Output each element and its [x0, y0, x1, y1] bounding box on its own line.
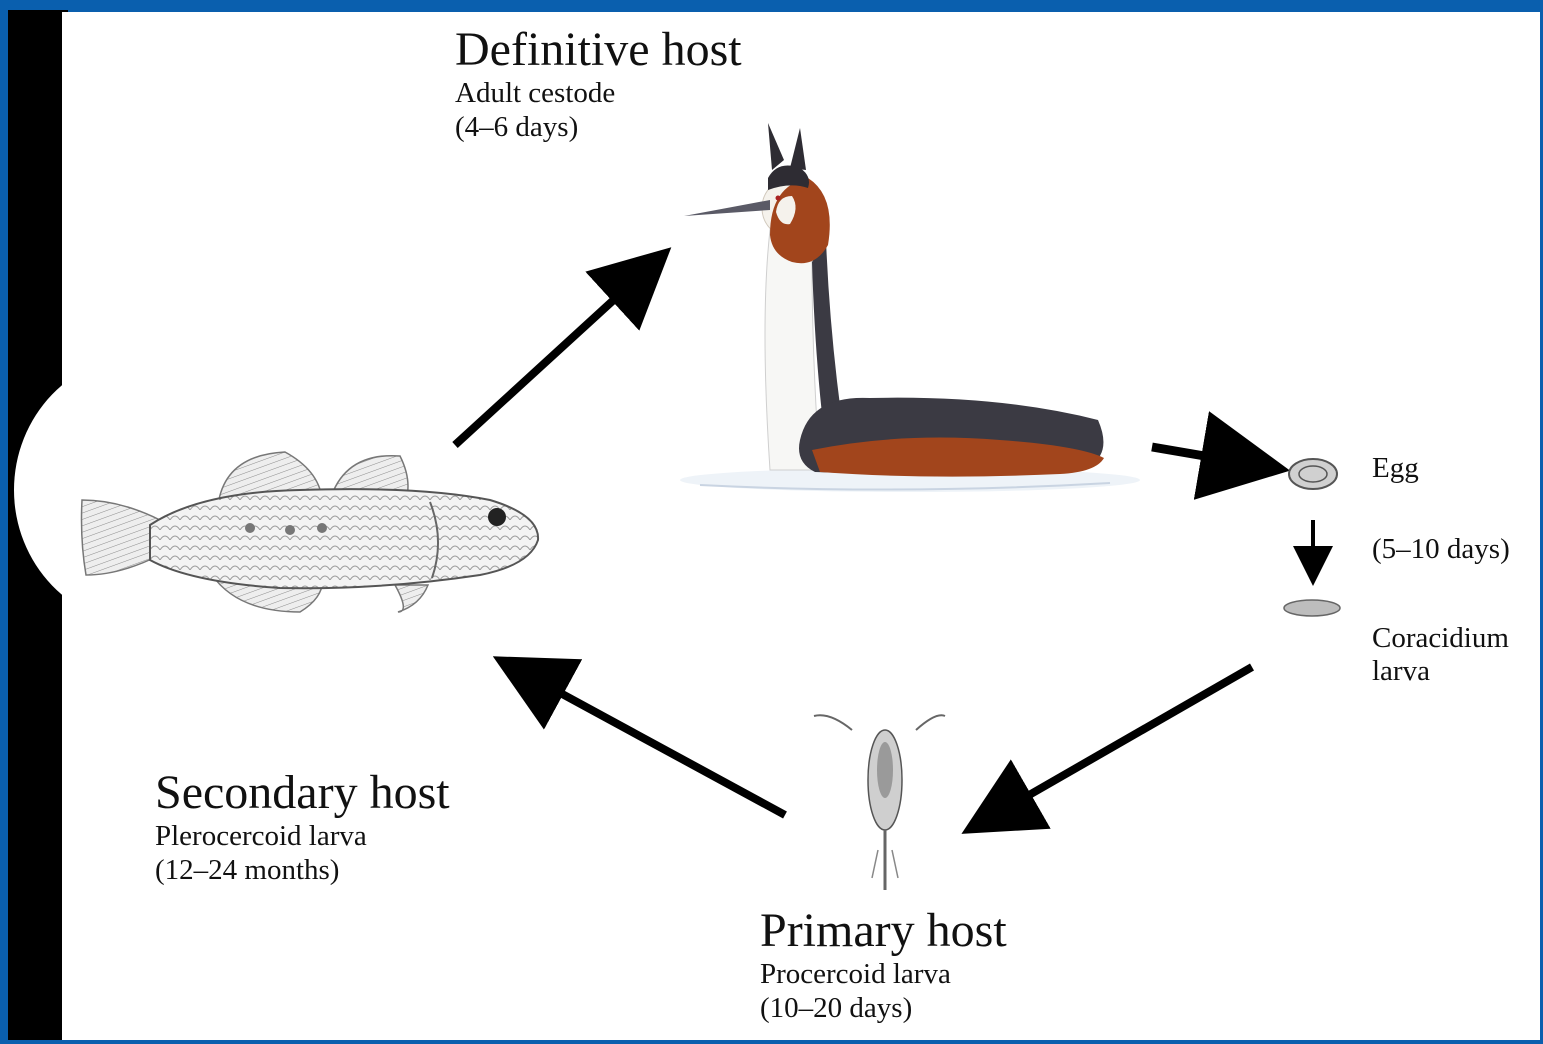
egg-label: Egg	[1372, 452, 1419, 485]
definitive-host-duration: (4–6 days)	[455, 111, 742, 144]
primary-host-label: Primary host Procercoid larva (10–20 day…	[760, 903, 1007, 1025]
secondary-host-label: Secondary host Plerocercoid larva (12–24…	[155, 765, 450, 887]
coracidium-label-line2: larva	[1372, 655, 1509, 688]
primary-host-duration: (10–20 days)	[760, 992, 1007, 1025]
coracidium-label-line1: Coracidium	[1372, 622, 1509, 655]
secondary-host-stage: Plerocercoid larva	[155, 820, 450, 853]
primary-host-stage: Procercoid larva	[760, 958, 1007, 991]
coracidium-label: Coracidium larva	[1372, 622, 1509, 689]
definitive-host-title: Definitive host	[455, 22, 742, 77]
primary-host-title: Primary host	[760, 903, 1007, 958]
egg-icon	[1289, 459, 1337, 489]
copepod-icon	[814, 715, 945, 890]
definitive-host-label: Definitive host Adult cestode (4–6 days)	[455, 22, 742, 144]
secondary-host-title: Secondary host	[155, 765, 450, 820]
definitive-host-stage: Adult cestode	[455, 77, 742, 110]
grebe-bird-icon	[680, 123, 1140, 492]
egg-duration-label: (5–10 days)	[1372, 533, 1510, 566]
secondary-host-duration: (12–24 months)	[155, 854, 450, 887]
fish-icon	[82, 452, 539, 612]
arrow-coracidium-to-copepod	[1010, 667, 1252, 806]
arrow-fish-to-bird	[455, 285, 630, 445]
arrow-copepod-to-fish	[542, 683, 785, 815]
coracidium-icon	[1284, 600, 1340, 616]
arrow-bird-to-egg	[1152, 447, 1228, 460]
